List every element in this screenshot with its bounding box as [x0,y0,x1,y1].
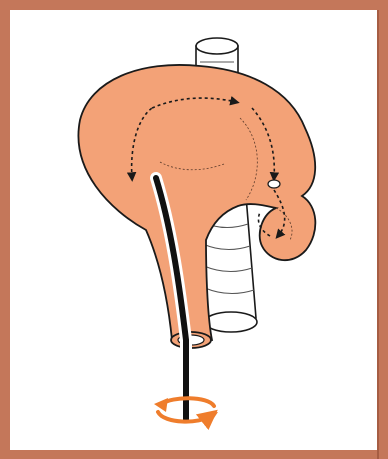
diagram-figure [0,0,388,459]
endoscope-stomach-illustration [0,0,388,459]
